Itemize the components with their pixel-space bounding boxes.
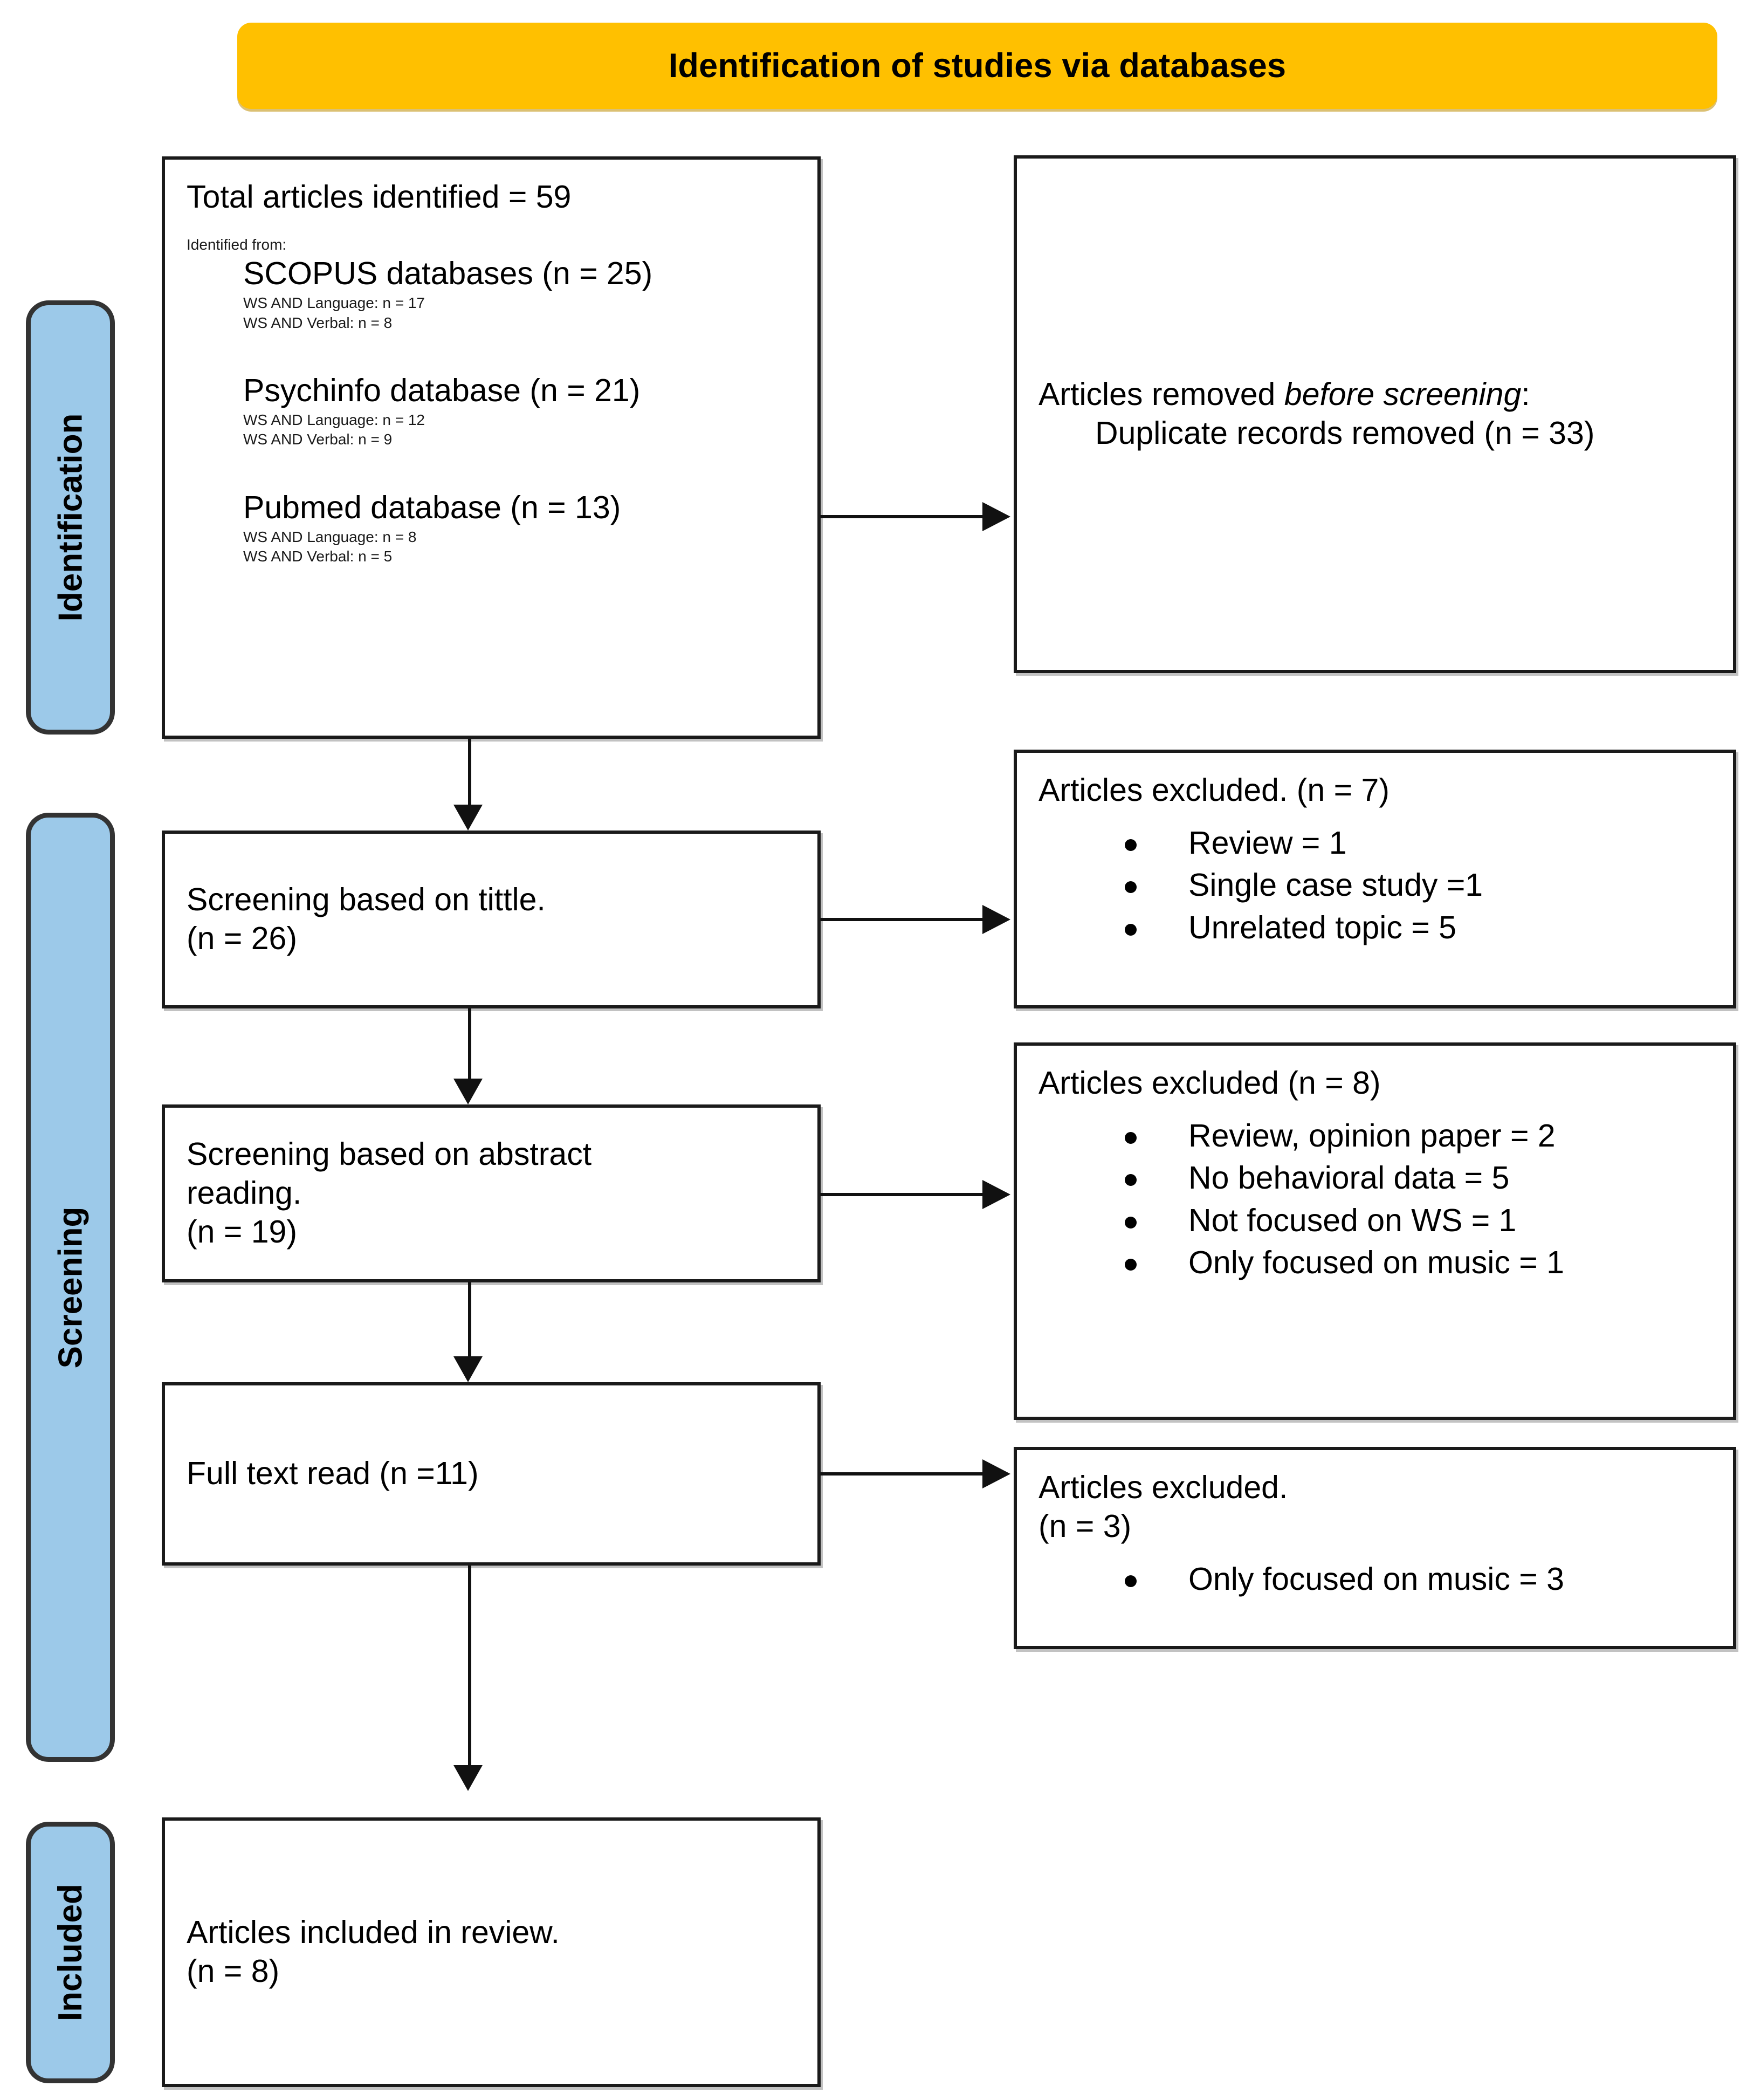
included-count: (n = 8) (187, 1953, 280, 1989)
box-articles-identified: Total articles identified = 59 Identifie… (162, 156, 821, 739)
excluded-3-reason-list: Only focused on music = 3 (1038, 1558, 1711, 1600)
excluded-1-reason-list: Review = 1 Single case study =1 Unrelate… (1038, 822, 1711, 949)
excluded-2-heading: Articles excluded (n = 8) (1038, 1065, 1381, 1101)
box-screening-based-on-title: Screening based on tittle. (n = 26) (162, 831, 821, 1008)
phase-bar-identification: Identification (26, 300, 115, 735)
connector-fulltext-to-included (468, 1566, 471, 1765)
removed-heading-tail: : (1521, 376, 1530, 413)
source-detail-psychinfo-verbal: WS AND Verbal: n = 9 (243, 431, 393, 448)
excluded-2-reason-list: Review, opinion paper = 2 No behavioral … (1038, 1115, 1711, 1284)
source-detail-scopus-verbal: WS AND Verbal: n = 8 (243, 314, 393, 331)
source-name-psychinfo: Psychinfo database (n = 21) (243, 373, 641, 409)
connector-screening-title-to-abstract (468, 1008, 471, 1079)
list-item: Only focused on music = 1 (1125, 1241, 1711, 1284)
list-item: Review = 1 (1125, 822, 1711, 864)
list-item: No behavioral data = 5 (1125, 1157, 1711, 1199)
full-text-read-label: Full text read (n =11) (187, 1456, 479, 1492)
removed-heading: Articles removed before screening: (1038, 375, 1711, 414)
box-articles-excluded-abstract-stage: Articles excluded (n = 8) Review, opinio… (1014, 1042, 1736, 1420)
list-item: Unrelated topic = 5 (1125, 907, 1711, 949)
phase-label-screening: Screening (52, 1206, 89, 1368)
diagram-banner: Identification of studies via databases (237, 23, 1717, 109)
excluded-3-heading: Articles excluded. (1038, 1470, 1288, 1505)
screening-abstract-label-line1: Screening based on abstract (187, 1136, 592, 1172)
excluded-3-count: (n = 3) (1038, 1508, 1132, 1544)
box-articles-removed-before-screening: Articles removed before screening: Dupli… (1014, 155, 1736, 673)
arrowhead-down-to-screening-title (453, 805, 483, 831)
removed-heading-lead: Articles removed (1038, 376, 1284, 413)
box-articles-included-in-review: Articles included in review. (n = 8) (162, 1817, 821, 2087)
connector-abstract-to-fulltext (468, 1282, 471, 1356)
source-name-scopus: SCOPUS databases (n = 25) (243, 256, 653, 292)
list-item: Not focused on WS = 1 (1125, 1199, 1711, 1241)
source-detail-pubmed-verbal: WS AND Verbal: n = 5 (243, 548, 393, 565)
arrowhead-down-to-full-text (453, 1356, 483, 1382)
screening-title-label: Screening based on tittle. (187, 882, 546, 918)
connector-screening-title-to-excluded-1 (821, 918, 982, 921)
source-detail-pubmed-language: WS AND Language: n = 8 (243, 528, 417, 545)
connector-identified-to-removed (821, 515, 982, 518)
box-screening-based-on-abstract: Screening based on abstract reading. (n … (162, 1104, 821, 1282)
phase-label-identification: Identification (52, 413, 89, 622)
removed-heading-emphasis: before screening (1284, 376, 1522, 413)
box-articles-excluded-fulltext-stage: Articles excluded. (n = 3) Only focused … (1014, 1447, 1736, 1649)
identified-from-label: Identified from: (187, 236, 287, 253)
phase-bar-screening: Screening (26, 813, 115, 1762)
excluded-1-heading: Articles excluded. (n = 7) (1038, 772, 1390, 808)
connector-fulltext-to-excluded-3 (821, 1472, 982, 1476)
arrowhead-right-to-excluded-2 (982, 1180, 1010, 1209)
source-name-pubmed: Pubmed database (n = 13) (243, 489, 621, 525)
list-item: Review, opinion paper = 2 (1125, 1115, 1711, 1157)
source-detail-psychinfo-language: WS AND Language: n = 12 (243, 411, 425, 429)
box-articles-excluded-title-stage: Articles excluded. (n = 7) Review = 1 Si… (1014, 750, 1736, 1008)
removed-duplicate-records: Duplicate records removed (n = 33) (1095, 415, 1595, 451)
list-item: Only focused on music = 3 (1125, 1558, 1711, 1600)
arrowhead-right-to-excluded-3 (982, 1459, 1010, 1488)
screening-abstract-count: (n = 19) (187, 1213, 297, 1250)
included-label: Articles included in review. (187, 1914, 560, 1951)
arrowhead-down-to-included (453, 1765, 483, 1791)
arrowhead-right-to-removed (982, 502, 1010, 531)
connector-identified-to-screening-title (468, 739, 471, 805)
phase-label-included: Included (52, 1884, 89, 2021)
arrowhead-down-to-screening-abstract (453, 1079, 483, 1104)
box-full-text-read: Full text read (n =11) (162, 1382, 821, 1566)
source-detail-scopus-language: WS AND Language: n = 17 (243, 294, 425, 312)
total-articles-identified: Total articles identified = 59 (187, 179, 572, 215)
arrowhead-right-to-excluded-1 (982, 905, 1010, 934)
screening-abstract-label-line2: reading. (187, 1175, 302, 1211)
phase-bar-included: Included (26, 1822, 115, 2083)
connector-abstract-to-excluded-2 (821, 1193, 982, 1196)
banner-title: Identification of studies via databases (668, 47, 1287, 85)
list-item: Single case study =1 (1125, 864, 1711, 906)
screening-title-count: (n = 26) (187, 921, 297, 956)
